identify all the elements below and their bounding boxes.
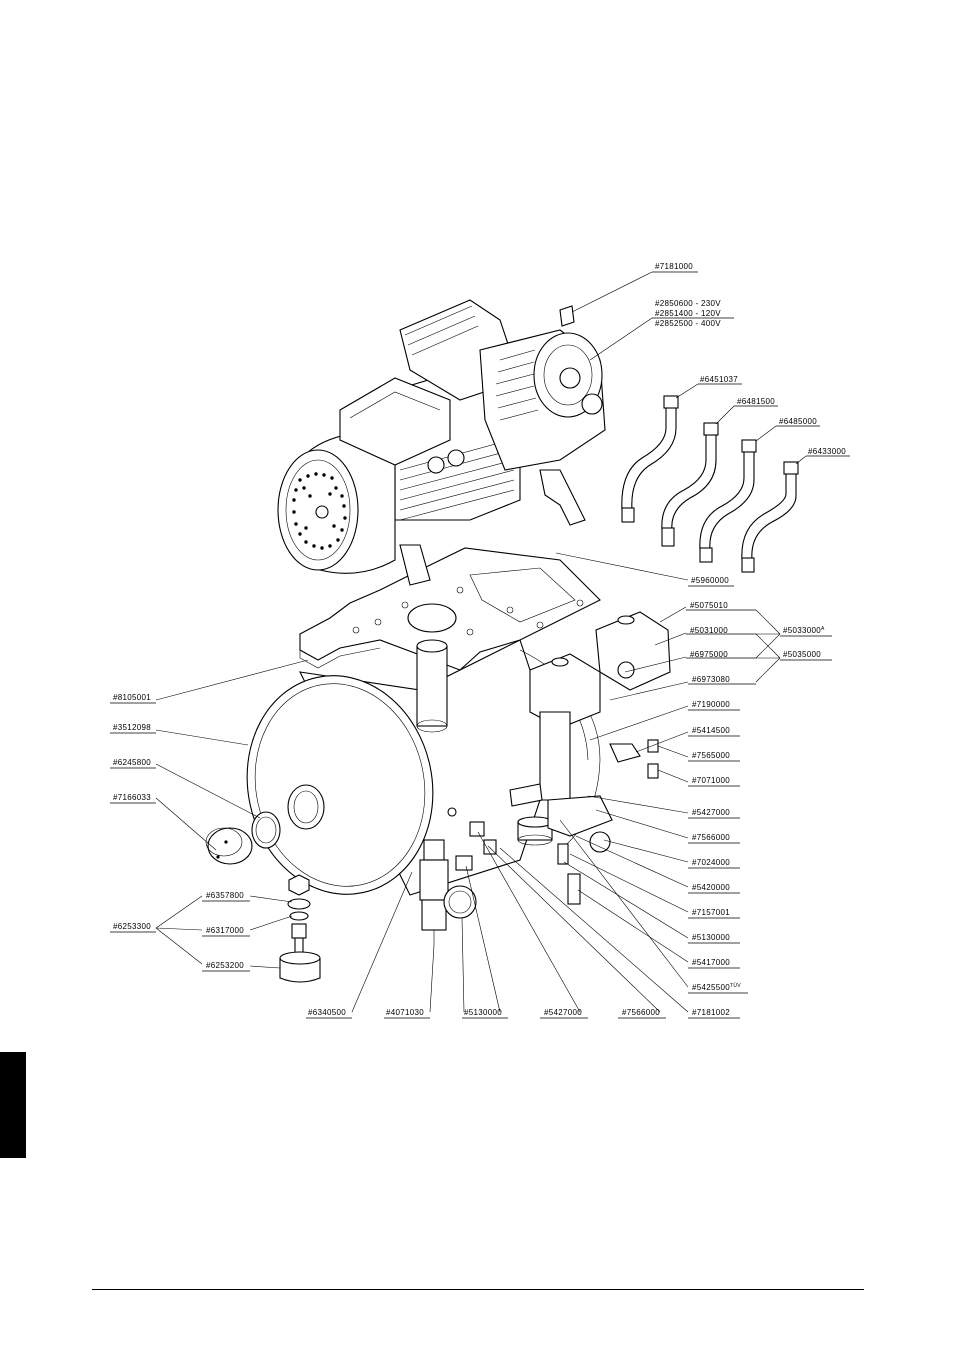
foot-drawing	[279, 874, 321, 983]
parts-drawing	[205, 299, 799, 983]
label-5414500: #5414500	[692, 726, 730, 735]
label-7181002: #7181002	[692, 1008, 730, 1017]
motor-drawing	[277, 371, 521, 586]
label-7166033: #7166033	[113, 793, 151, 802]
base-plate-drawing	[299, 547, 601, 671]
label-5031000: #5031000	[690, 626, 728, 635]
label-7565000: #7565000	[692, 751, 730, 760]
pressure-switch-drawing	[509, 611, 671, 807]
side-language-tab	[0, 1052, 26, 1158]
drain-plug-drawing	[205, 811, 281, 865]
label-7071000: #7071000	[692, 776, 730, 785]
hoses-drawing	[621, 395, 799, 573]
compressor-fins	[495, 349, 539, 421]
label-6357800: #6357800	[206, 891, 244, 900]
label-5427000-right: #5427000	[692, 808, 730, 817]
label-2850600: #2850600 - 230V	[655, 299, 721, 308]
label-7157001: #7157001	[692, 908, 730, 917]
label-2851400: #2851400 - 120V	[655, 309, 721, 318]
label-5420000: #5420000	[692, 883, 730, 892]
label-6317000: #6317000	[206, 926, 244, 935]
label-7566000-right: #7566000	[692, 833, 730, 842]
label-5417000: #5417000	[692, 958, 730, 967]
label-7190000: #7190000	[692, 700, 730, 709]
label-6973080: #6973080	[692, 675, 730, 684]
label-8105001: #8105001	[113, 693, 151, 702]
fittings-drawing	[447, 739, 659, 905]
footer-rule	[92, 1289, 864, 1290]
label-7566000-bottom: #7566000	[622, 1008, 660, 1017]
label-6485000: #6485000	[779, 417, 817, 426]
air-tank-drawing	[246, 639, 601, 896]
motor-vents	[292, 472, 347, 550]
label-6253200: #6253200	[206, 961, 244, 970]
leader-lines	[155, 271, 807, 1013]
compressor-drawing	[399, 299, 606, 526]
label-6245800: #6245800	[113, 758, 151, 767]
label-7181000: #7181000	[655, 262, 693, 271]
label-6433000: #6433000	[808, 447, 846, 456]
label-3512098: #3512098	[113, 723, 151, 732]
label-6340500: #6340500	[308, 1008, 346, 1017]
label-5130000-bottom: #5130000	[464, 1008, 502, 1017]
label-6451037: #6451037	[700, 375, 738, 384]
label-6253300: #6253300	[113, 922, 151, 931]
label-6481500: #6481500	[737, 397, 775, 406]
label-4071030: #4071030	[386, 1008, 424, 1017]
label-5425500: #5425500TÜV	[692, 982, 741, 992]
label-5075010: #5075010	[690, 601, 728, 610]
canister-drawing	[416, 639, 448, 733]
label-5035000: #5035000	[783, 650, 821, 659]
label-5427000-bottom: #5427000	[544, 1008, 582, 1017]
label-5033000: #5033000A	[783, 626, 825, 635]
label-5130000-right: #5130000	[692, 933, 730, 942]
part-labels: #7181000 #2850600 - 230V #2851400 - 120V…	[110, 262, 850, 1019]
label-2852500: #2852500 - 400V	[655, 319, 721, 328]
label-5960000: #5960000	[691, 576, 729, 585]
label-6975000: #6975000	[690, 650, 728, 659]
label-7024000: #7024000	[692, 858, 730, 867]
motor-fins	[399, 439, 515, 521]
filter-regulator-drawing	[419, 839, 477, 945]
